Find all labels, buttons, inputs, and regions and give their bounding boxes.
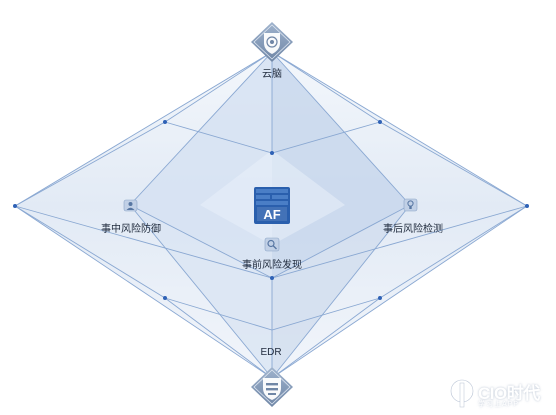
user-shield-icon xyxy=(123,199,138,212)
watermark-title: CIO时代 xyxy=(478,384,540,403)
firewall-icon xyxy=(254,187,290,224)
node-label-center: 事前风险发现 xyxy=(242,260,302,271)
core-label: AF xyxy=(263,207,280,222)
watermark-logo-icon xyxy=(449,378,475,408)
node-label-left: 事中风险防御 xyxy=(101,224,161,235)
shield-layers-icon xyxy=(251,367,293,407)
watermark-subtitle: 学习上APP xyxy=(478,401,520,408)
lightbulb-icon xyxy=(403,198,418,212)
magnifier-icon xyxy=(264,237,280,252)
node-label-bottom: EDR xyxy=(260,347,282,358)
node-label-top: 云脑 xyxy=(262,69,282,80)
watermark: CIO时代 学习上APP xyxy=(448,377,552,413)
shield-swirl-icon xyxy=(251,22,293,62)
node-label-right: 事后风险检测 xyxy=(383,224,443,235)
vertex-dots xyxy=(13,120,529,300)
